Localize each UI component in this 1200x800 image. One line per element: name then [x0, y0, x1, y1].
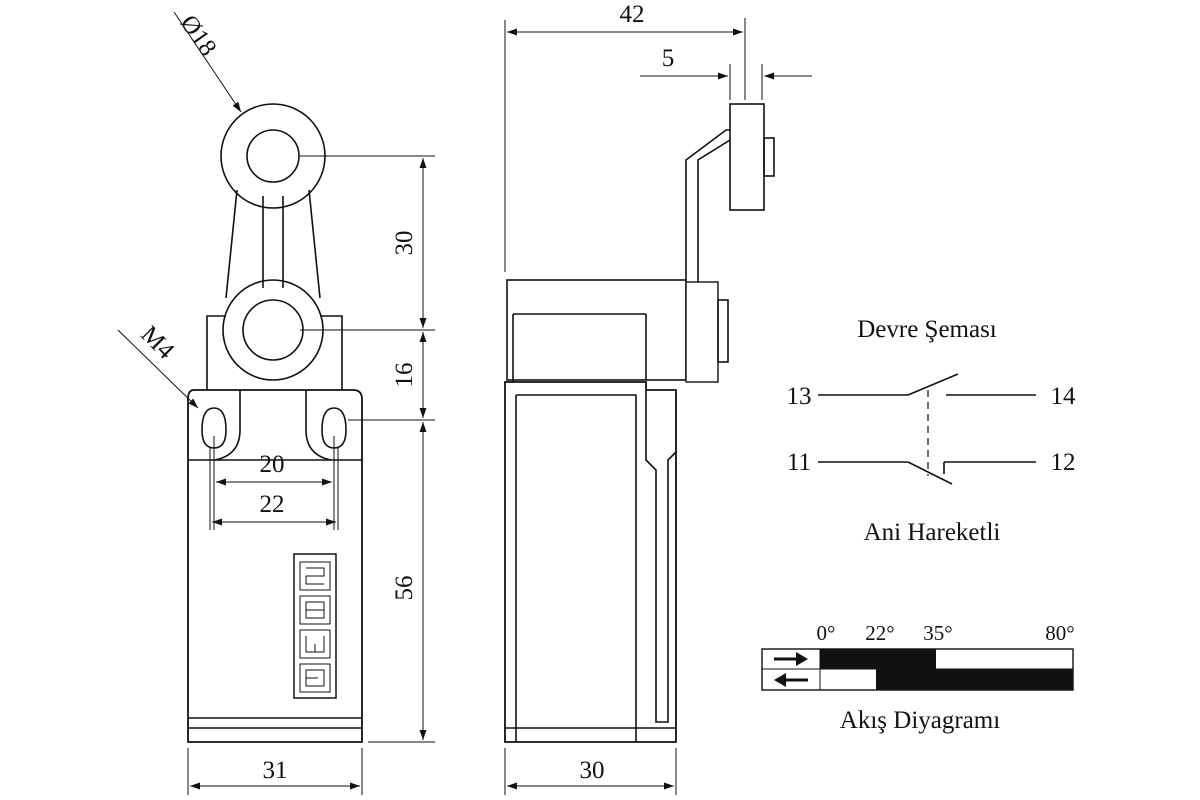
- dim-body-depth: 30: [580, 757, 605, 784]
- angle-label-80: 80°: [1045, 621, 1074, 645]
- terminal-13: 13: [787, 383, 812, 410]
- label-mount-screw: M4: [135, 321, 179, 365]
- roller-inner: [246, 129, 300, 183]
- dim-body-height: 56: [391, 576, 418, 601]
- switch-body-side: [504, 381, 677, 743]
- circuit-title: Devre Şeması: [857, 316, 997, 343]
- side-view: [504, 103, 775, 743]
- dim-hole-spacing-outer: 22: [260, 491, 285, 518]
- front-view: [187, 103, 363, 743]
- roller-side: [729, 103, 765, 211]
- front-dimensions: Ø18 30 16 56 M4 20 22 31: [117, 10, 435, 795]
- side-dimensions: 42 5 30: [504, 1, 812, 795]
- dim-hole-spacing-inner: 20: [260, 451, 285, 478]
- terminal-12: 12: [1051, 449, 1076, 476]
- head-side: [506, 279, 687, 381]
- dim-arm-length: 30: [391, 231, 418, 256]
- angle-label-35: 35°: [923, 621, 952, 645]
- dim-body-width: 31: [263, 757, 288, 784]
- arrow-left-icon: [774, 673, 808, 687]
- angle-label-22: 22°: [865, 621, 894, 645]
- mount-hole-right: [321, 407, 347, 449]
- dim-total-depth: 42: [620, 1, 645, 28]
- flow-bar-contact-2: [876, 669, 1073, 690]
- emas-logo: [293, 553, 337, 699]
- dim-roller-diameter: Ø18: [175, 10, 222, 61]
- arrow-right-icon: [774, 652, 808, 666]
- circuit-diagram: Devre Şeması 13 14 11 12 Ani Hareketli: [787, 316, 1077, 546]
- pivot-inner: [242, 299, 304, 361]
- terminal-11: 11: [787, 449, 811, 476]
- flow-diagram: 0° 22° 35° 80° Akış Diyagramı: [761, 621, 1075, 734]
- mount-hole-left: [201, 407, 227, 449]
- flow-diagram-title: Akış Diyagramı: [840, 707, 1000, 734]
- flow-bar-contact-1: [820, 649, 936, 669]
- terminal-14: 14: [1051, 383, 1077, 410]
- circuit-subtitle: Ani Hareketli: [864, 519, 1001, 546]
- dim-pivot-offset: 16: [391, 363, 418, 388]
- dim-roller-width: 5: [662, 45, 675, 72]
- angle-label-0: 0°: [817, 621, 836, 645]
